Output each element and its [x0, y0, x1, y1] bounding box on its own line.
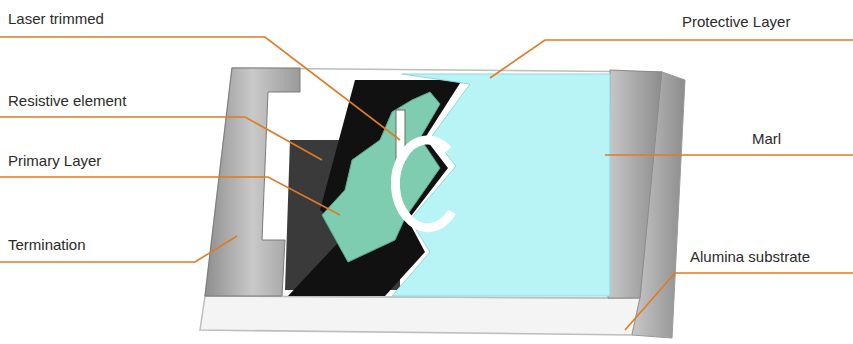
callout-label: Primary Layer [8, 152, 101, 170]
trim-arc [395, 140, 452, 228]
substrate-front [200, 296, 640, 335]
callout-label: Termination [8, 236, 86, 254]
leader-line [0, 236, 237, 262]
callout-label: Laser trimmed [8, 10, 104, 28]
callout-label: Alumina substrate [690, 248, 810, 266]
leader-line [0, 37, 400, 140]
callout-label: Protective Layer [682, 13, 790, 31]
protective-layer [392, 74, 610, 296]
callout-label: Marl [752, 130, 781, 148]
leader-line [490, 40, 853, 78]
leader-line [625, 273, 853, 330]
left-termination [205, 68, 300, 296]
callout-label: Resistive element [8, 92, 126, 110]
leader-line [0, 177, 340, 215]
leader-lines [0, 37, 853, 330]
right-termination [608, 70, 662, 298]
leader-line [605, 154, 853, 156]
substrate-top [205, 68, 662, 298]
